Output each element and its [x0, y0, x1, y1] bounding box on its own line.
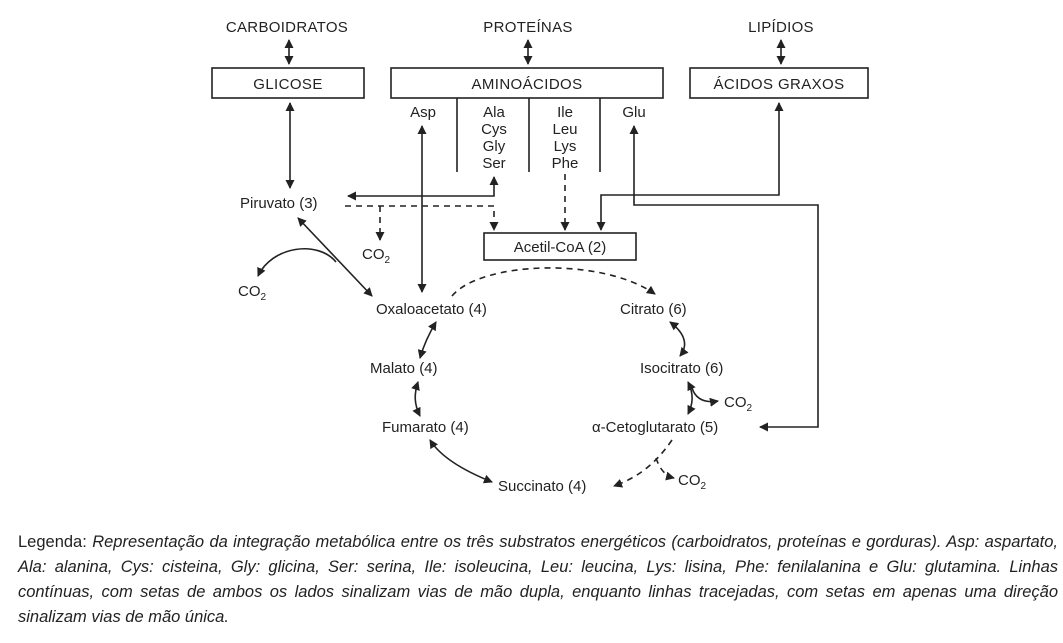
aa-col2-item: Lys — [554, 138, 577, 155]
co2-label: CO2 — [362, 246, 391, 266]
metabolic-integration-diagram: CARBOIDRATOS PROTEÍNAS LIPÍDIOS GLICOSE … — [211, 19, 869, 495]
fumarato-label: Fumarato (4) — [382, 419, 469, 436]
co2-curved-arrow — [257, 248, 337, 277]
aa-col2-item: Leu — [552, 121, 577, 138]
glu-label: Glu — [622, 104, 645, 121]
aminoacidos-label: AMINOÁCIDOS — [471, 76, 582, 93]
legend-text: Representação da integração metabólica e… — [18, 533, 1058, 626]
glu-cetoglutarato-arrow — [629, 125, 819, 432]
aa-col1-item: Cys — [481, 121, 507, 138]
cetoglutarato-succinato-arc — [613, 439, 673, 488]
aa-col1-item: Ala — [483, 104, 505, 121]
aa-piruvato-arrow — [347, 176, 499, 201]
succinato-fumarato-arc — [429, 439, 493, 484]
legend-caption: Legenda: Representação da integração met… — [18, 530, 1058, 630]
acidos-graxos-box — [689, 67, 869, 99]
oxaloacetato-label: Oxaloacetato (4) — [376, 301, 487, 318]
carboidratos-label: CARBOIDRATOS — [226, 19, 348, 36]
glicose-label: GLICOSE — [253, 76, 323, 93]
fumarato-malato-arc — [411, 381, 421, 417]
succinato-label: Succinato (4) — [498, 478, 586, 495]
lipidios-label: LIPÍDIOS — [748, 19, 814, 36]
isocitrato-label: Isocitrato (6) — [640, 360, 723, 377]
piruvato-label: Piruvato (3) — [240, 195, 318, 212]
co2-label: CO2 — [678, 472, 707, 492]
co2-label: CO2 — [238, 283, 267, 303]
acetil-coa-label: Acetil-CoA (2) — [514, 239, 607, 256]
isocitrato-cetoglutarato-arc — [687, 381, 696, 415]
cetoglutarato-co2-arrow — [655, 457, 675, 481]
acidos-graxos-label: ÁCIDOS GRAXOS — [713, 76, 844, 93]
acidos-graxos-acetilcoa-arrow — [596, 102, 784, 231]
co2-label: CO2 — [724, 394, 753, 414]
isocitrato-co2-arrow — [691, 387, 719, 407]
acetilcoa-citrato-arc — [451, 267, 656, 297]
piruvato-acetilcoa-arrow — [345, 205, 499, 231]
citrato-label: Citrato (6) — [620, 301, 687, 318]
asp-label: Asp — [410, 104, 436, 121]
malato-label: Malato (4) — [370, 360, 438, 377]
aa-col1-item: Ser — [482, 155, 505, 172]
aa-col2-item: Ile — [557, 104, 573, 121]
glicose-box — [211, 67, 365, 99]
citrato-isocitrato-arc — [669, 321, 689, 357]
legend-label: Legenda: — [18, 533, 87, 551]
aminoacidos-box — [390, 67, 664, 99]
aa-col2-item: Phe — [552, 155, 579, 172]
piruvato-oxaloacetato-arrow — [297, 217, 373, 297]
malato-oxaloacetato-arc — [417, 321, 437, 359]
aa-col1-item: Gly — [483, 138, 506, 155]
proteinas-label: PROTEÍNAS — [483, 19, 572, 36]
cetoglutarato-label: α-Cetoglutarato (5) — [592, 419, 718, 436]
